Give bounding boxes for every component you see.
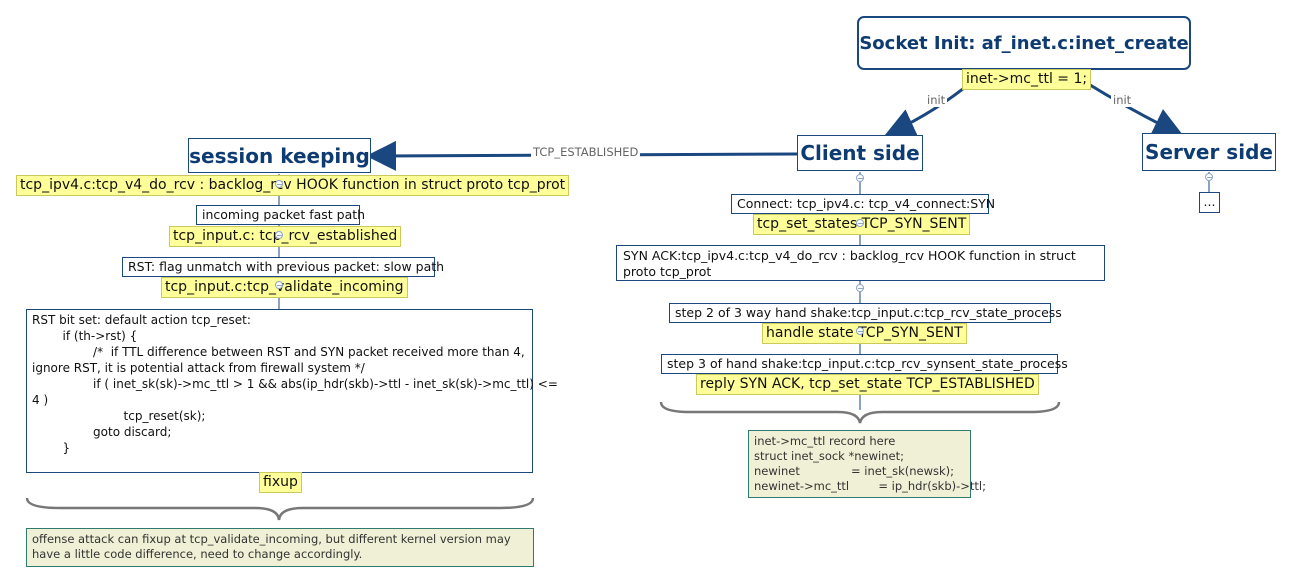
note-line: inet->mc_ttl record here — [754, 434, 896, 448]
right-callout-note[interactable]: inet->mc_ttl record here struct inet_soc… — [748, 430, 987, 498]
established-edge-label: TCP_ESTABLISHED — [531, 145, 641, 159]
socket-init-label: inet->mc_ttl = 1; — [962, 69, 1092, 90]
session-label-validate-incoming: tcp_input.c:tcp_validate_incoming — [161, 277, 408, 298]
code-line: 4 ) — [32, 393, 49, 407]
collapse-toggle-icon[interactable]: − — [275, 231, 283, 240]
fast-path-node[interactable]: incoming packet fast path — [196, 205, 365, 225]
collapse-toggle-icon[interactable]: − — [1205, 173, 1213, 182]
client-side-topic[interactable]: Client side — [797, 135, 923, 171]
init-edge-label-right: init — [1111, 93, 1134, 107]
collapse-toggle-icon[interactable]: − — [275, 180, 283, 189]
note-line: newinet->mc_ttl = ip_hdr(skb)->ttl; — [754, 479, 987, 493]
code-line: goto discard; — [32, 425, 172, 439]
code-line: if ( inet_sk(sk)->mc_ttl > 1 && abs(ip_h… — [32, 377, 558, 391]
code-line: /* if TTL difference between RST and SYN… — [32, 345, 525, 359]
session-label-rcv-established: tcp_input.c: tcp_rcv_established — [169, 226, 402, 247]
code-line: tcp_reset(sk); — [32, 409, 206, 423]
collapse-toggle-icon[interactable]: − — [856, 174, 864, 183]
left-callout-note[interactable]: offense attack can fixup at tcp_validate… — [26, 528, 534, 567]
syn-ack-node[interactable]: SYN ACK:tcp_ipv4.c:tcp_v4_do_rcv : backl… — [616, 245, 1105, 281]
code-line: ignore RST, it is potential attack from … — [32, 361, 365, 375]
code-line: } — [32, 441, 71, 455]
step2-node[interactable]: step 2 of 3 way hand shake:tcp_input.c:t… — [669, 303, 1062, 323]
note-line: newinet = inet_sk(newsk); — [754, 464, 955, 478]
collapse-toggle-icon[interactable]: − — [856, 219, 864, 228]
rst-code-node[interactable]: RST bit set: default action tcp_reset: i… — [26, 309, 558, 473]
fixup-label: fixup — [259, 472, 302, 493]
connect-node[interactable]: Connect: tcp_ipv4.c: tcp_v4_connect:SYN — [731, 194, 995, 214]
code-line: if (th->rst) { — [32, 329, 138, 343]
socket-init-topic[interactable]: Socket Init: af_inet.c:inet_create — [857, 16, 1191, 70]
session-label-do-rcv: tcp_ipv4.c:tcp_v4_do_rcv : backlog_rcv H… — [16, 175, 570, 196]
step3-node[interactable]: step 3 of hand shake:tcp_input.c:tcp_rcv… — [661, 354, 1068, 374]
session-keeping-topic[interactable]: session keeping — [188, 138, 371, 173]
server-side-topic[interactable]: Server side — [1142, 133, 1276, 171]
collapse-toggle-icon[interactable]: − — [856, 284, 864, 293]
step3-label: reply SYN ACK, tcp_set_state TCP_ESTABLI… — [696, 374, 1039, 395]
code-line: RST bit set: default action tcp_reset: — [32, 313, 251, 327]
step2-label: handle state TCP_SYN_SENT — [762, 323, 967, 344]
server-child-node[interactable]: ... — [1199, 192, 1220, 213]
slow-path-node[interactable]: RST: flag unmatch with previous packet: … — [122, 257, 444, 277]
init-edge-label-left: init — [925, 93, 948, 107]
collapse-toggle-icon[interactable]: − — [275, 281, 283, 290]
collapse-toggle-icon[interactable]: − — [856, 327, 864, 336]
note-line: struct inet_sock *newinet; — [754, 449, 904, 463]
